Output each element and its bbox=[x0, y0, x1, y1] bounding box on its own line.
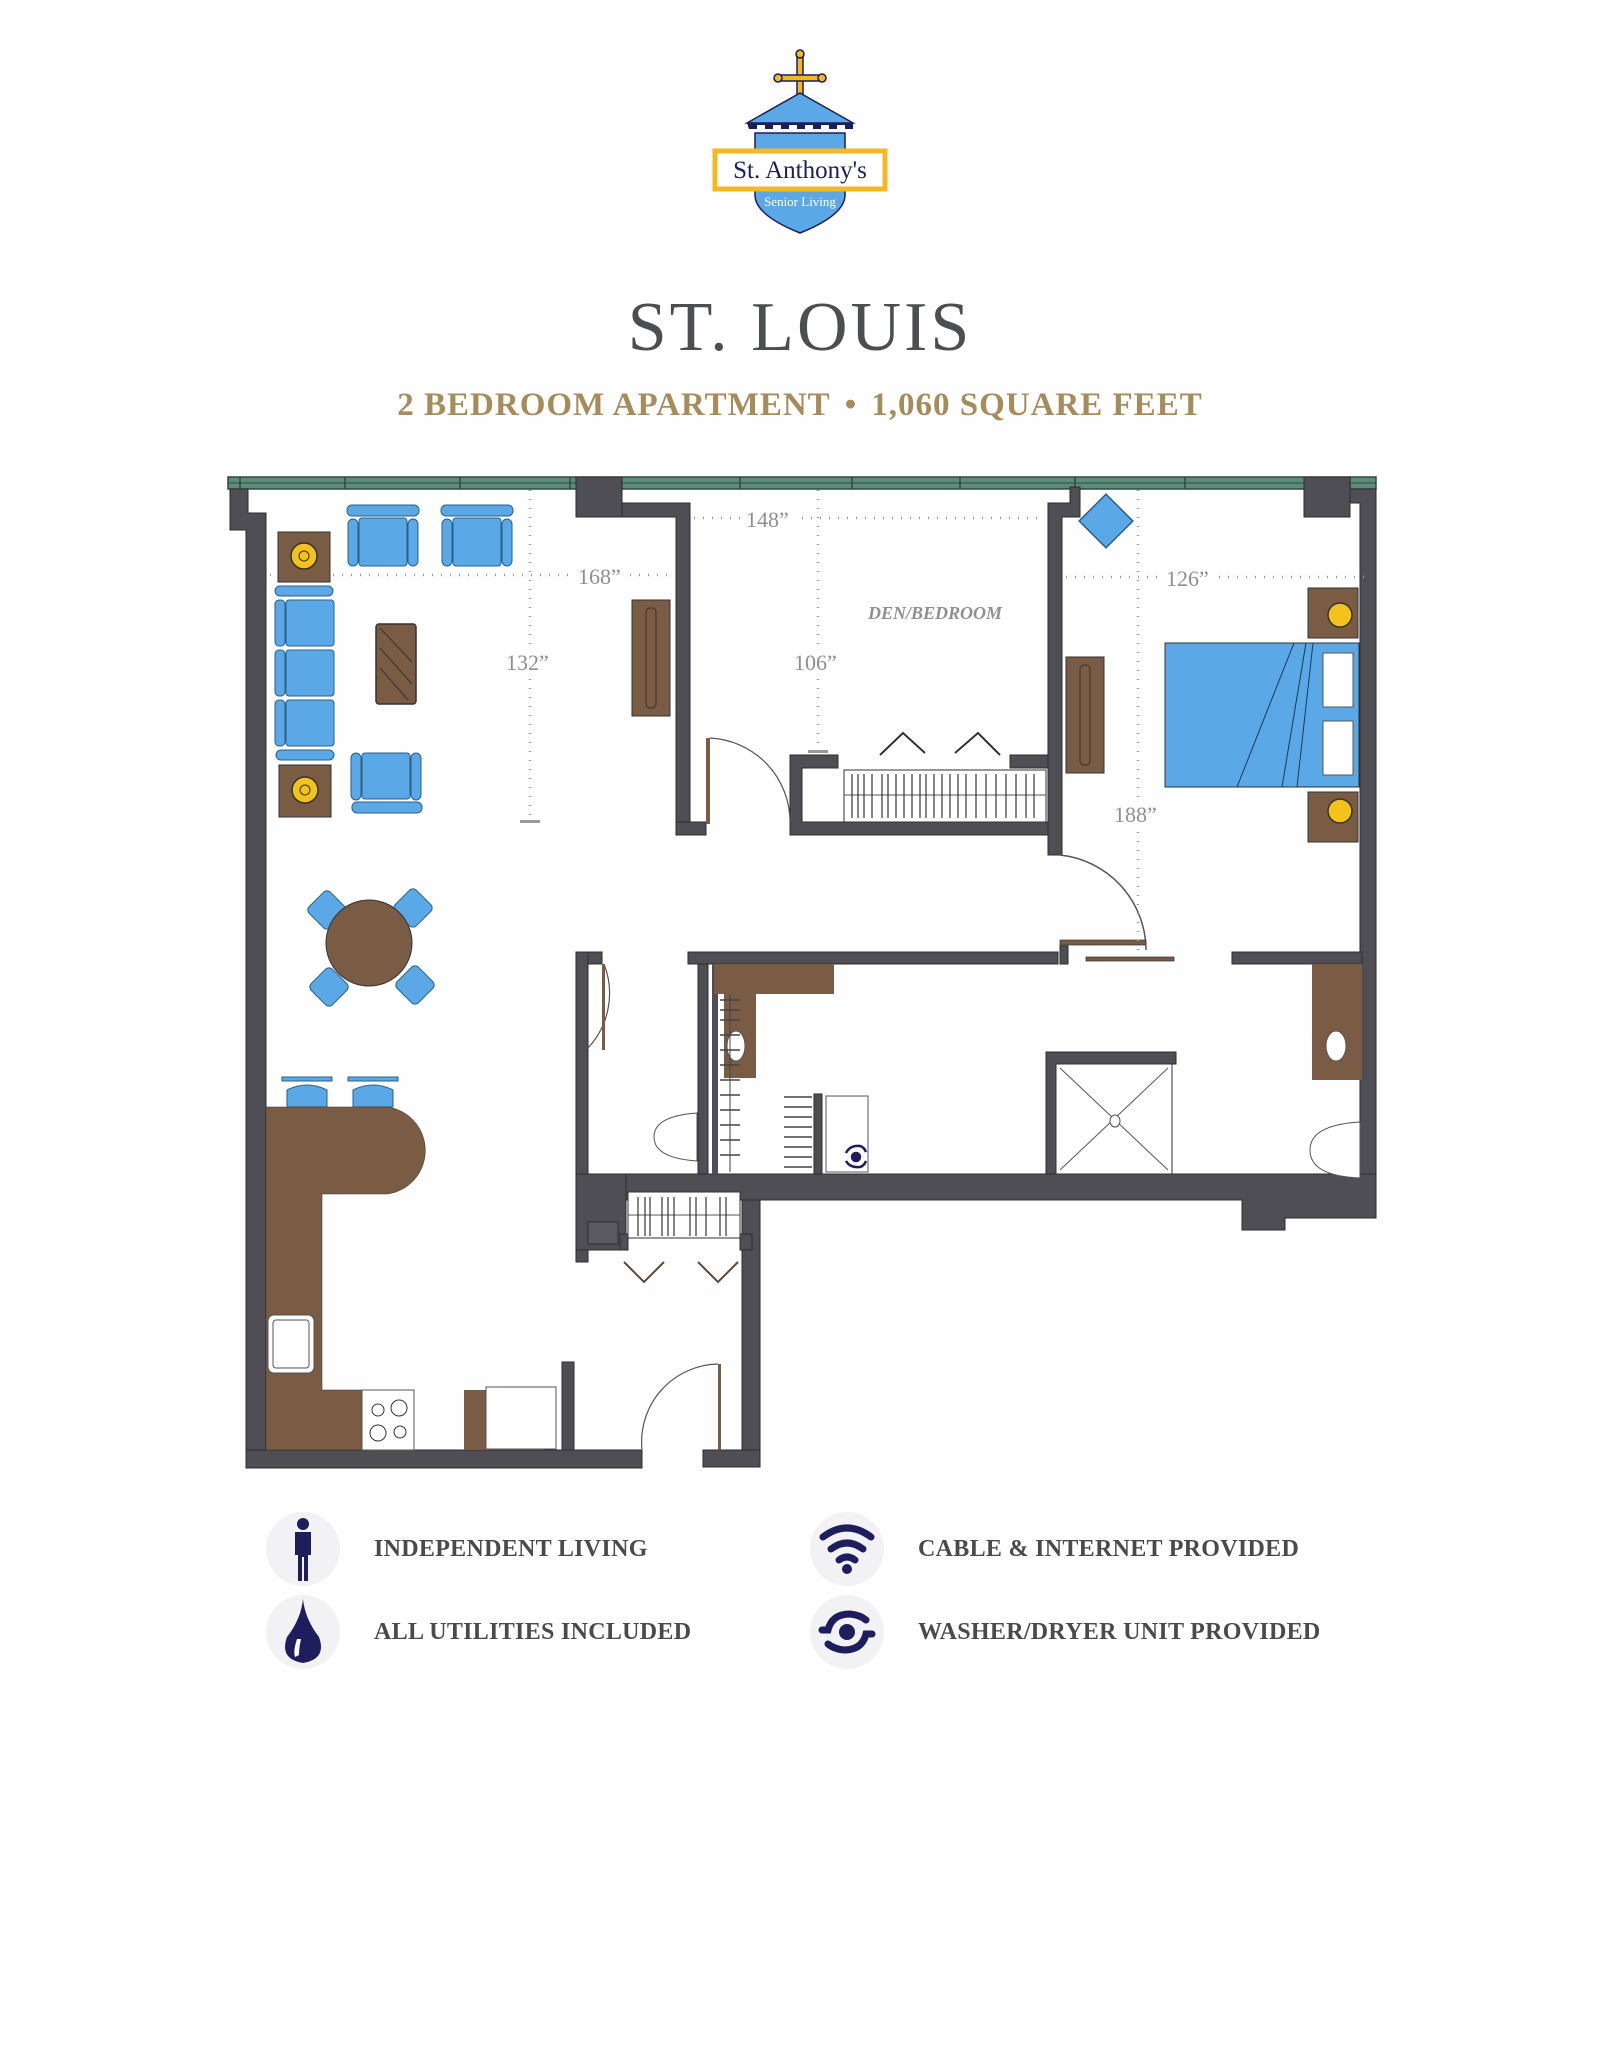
feature-washer-dryer: WASHER/DRYER UNIT PROVIDED bbox=[810, 1595, 1321, 1669]
window-strip bbox=[227, 476, 1377, 490]
separator-dot: • bbox=[844, 387, 858, 423]
dim-den-depth: 106” bbox=[794, 650, 837, 675]
feature-label: ALL UTILITIES INCLUDED bbox=[374, 1618, 692, 1645]
washer-dryer-marker-icon bbox=[844, 1144, 868, 1169]
square-feet: 1,060 SQUARE FEET bbox=[871, 387, 1203, 423]
person-icon bbox=[266, 1512, 340, 1586]
hall-closet bbox=[623, 1191, 741, 1284]
brand-logo: St. Anthony's Senior Living bbox=[705, 45, 895, 235]
bedroom-door bbox=[1059, 854, 1175, 962]
kitchen bbox=[265, 1106, 721, 1451]
water-drop-icon bbox=[266, 1595, 340, 1669]
washer-dryer-icon bbox=[810, 1595, 884, 1669]
dim-living-depth: 132” bbox=[506, 650, 549, 675]
dim-living-width: 168” bbox=[578, 564, 621, 589]
dim-den-width: 148” bbox=[746, 507, 789, 532]
room-label-den: DEN/BEDROOM bbox=[867, 603, 1003, 623]
page-title: ST. LOUIS bbox=[627, 289, 973, 366]
unit-type: 2 BEDROOM APARTMENT bbox=[397, 387, 831, 423]
feature-independent-living: INDEPENDENT LIVING bbox=[266, 1512, 648, 1586]
dim-bedroom-depth: 188” bbox=[1114, 802, 1157, 827]
den-closet bbox=[843, 731, 1047, 823]
bedroom-furniture bbox=[1065, 493, 1360, 843]
dim-bedroom-width: 126” bbox=[1166, 566, 1209, 591]
wifi-icon bbox=[810, 1512, 884, 1586]
end-table bbox=[277, 531, 331, 583]
shield-logo-icon: St. Anthony's Senior Living bbox=[712, 49, 888, 234]
feature-label: CABLE & INTERNET PROVIDED bbox=[918, 1535, 1300, 1562]
unit-subtitle: 2 BEDROOM APARTMENT • 1,060 SQUARE FEET bbox=[0, 383, 1600, 427]
living-room-furniture bbox=[274, 504, 671, 1108]
hall-bathroom bbox=[585, 963, 1362, 1179]
walls bbox=[229, 476, 1377, 1469]
feature-cable-internet: CABLE & INTERNET PROVIDED bbox=[810, 1512, 1299, 1586]
floor-plan: 168” 132” 148” 106” 126” 188” DEN/BEDROO… bbox=[0, 460, 1600, 1480]
den-door bbox=[706, 737, 791, 824]
end-table bbox=[278, 764, 332, 818]
feature-label: WASHER/DRYER UNIT PROVIDED bbox=[918, 1618, 1321, 1645]
svg-text:Senior Living: Senior Living bbox=[764, 194, 836, 209]
dimension-labels: 168” 132” 148” 106” 126” 188” DEN/BEDROO… bbox=[504, 505, 1216, 827]
feature-utilities: ALL UTILITIES INCLUDED bbox=[266, 1595, 691, 1669]
svg-text:St. Anthony's: St. Anthony's bbox=[733, 157, 867, 184]
feature-label: INDEPENDENT LIVING bbox=[374, 1535, 648, 1562]
